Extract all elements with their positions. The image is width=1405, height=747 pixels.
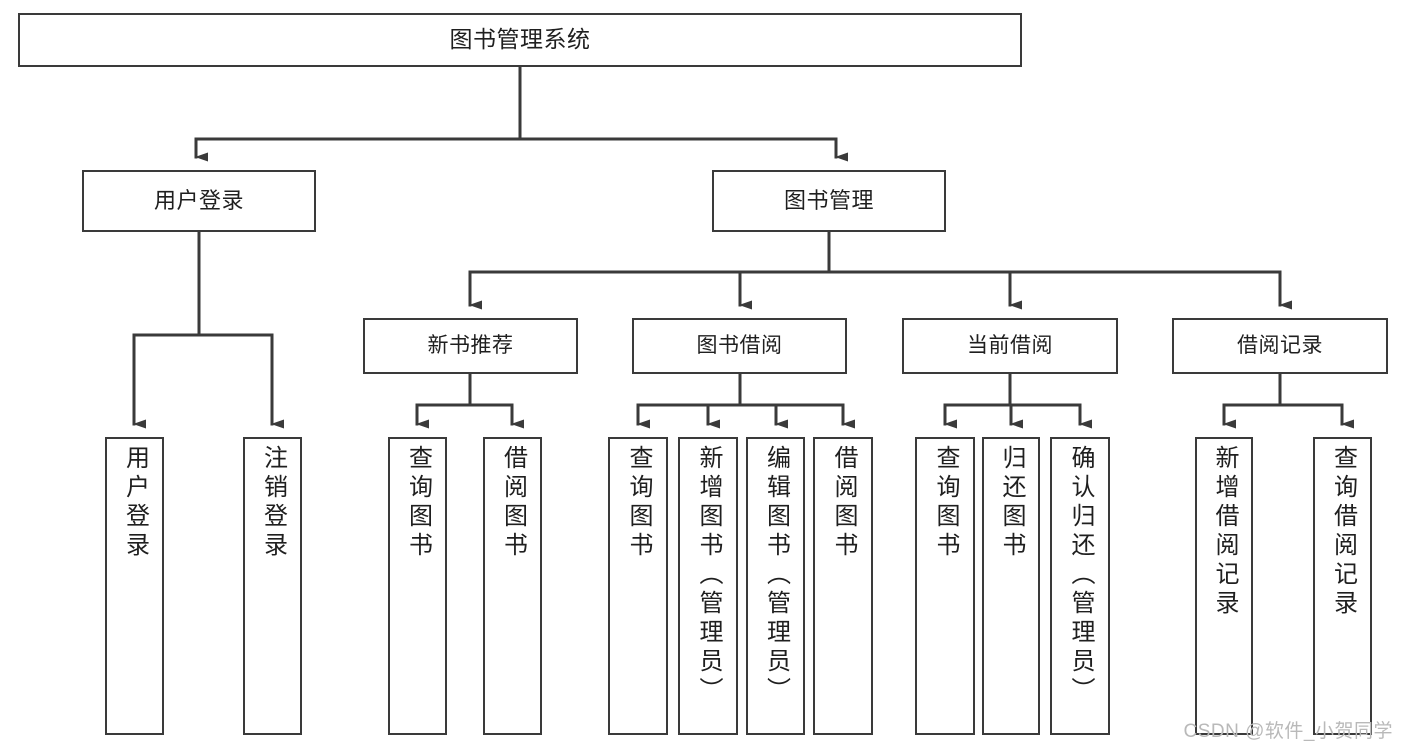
node-label: 图书借阅 — [696, 333, 783, 357]
node-new-book-recommendation[interactable]: 新书推荐 — [363, 318, 578, 374]
node-label: 确认归还（管理员） — [1067, 445, 1094, 706]
leaf-node[interactable]: 查询图书 — [388, 437, 447, 735]
leaf-node[interactable]: 确认归还（管理员） — [1050, 437, 1110, 735]
watermark: CSDN @软件_小贺同学 — [1183, 721, 1393, 742]
node-label: 当前借阅 — [967, 333, 1053, 357]
node-label: 借阅记录 — [1237, 333, 1323, 357]
leaf-node[interactable]: 注销登录 — [243, 437, 302, 735]
node-label: 查询图书 — [404, 445, 432, 561]
node-user-login[interactable]: 用户登录 — [82, 170, 316, 232]
leaf-node[interactable]: 借阅图书 — [483, 437, 542, 735]
node-book-borrowing[interactable]: 图书借阅 — [632, 318, 847, 374]
leaf-node[interactable]: 查询图书 — [915, 437, 975, 735]
node-label: 用户登录 — [121, 445, 149, 561]
node-root-system[interactable]: 图书管理系统 — [18, 13, 1022, 67]
leaf-node[interactable]: 用户登录 — [105, 437, 164, 735]
leaf-node[interactable]: 查询图书 — [608, 437, 668, 735]
leaf-node[interactable]: 查询借阅记录 — [1313, 437, 1372, 735]
node-label: 注销登录 — [259, 445, 287, 561]
node-label: 查询借阅记录 — [1329, 445, 1357, 619]
leaf-node[interactable]: 新增借阅记录 — [1195, 437, 1253, 735]
node-label: 归还图书 — [998, 445, 1025, 561]
node-label: 借阅图书 — [830, 445, 857, 561]
node-label: 查询图书 — [932, 445, 959, 561]
node-label: 用户登录 — [153, 188, 244, 214]
leaf-node[interactable]: 归还图书 — [982, 437, 1040, 735]
node-label: 编辑图书（管理员） — [762, 445, 790, 706]
node-label: 新增图书（管理员） — [695, 445, 722, 706]
leaf-node[interactable]: 编辑图书（管理员） — [746, 437, 805, 735]
node-borrowing-record[interactable]: 借阅记录 — [1172, 318, 1388, 374]
node-current-borrowing[interactable]: 当前借阅 — [902, 318, 1118, 374]
node-label: 新增借阅记录 — [1211, 445, 1238, 619]
node-label: 查询图书 — [625, 445, 652, 561]
leaf-node[interactable]: 借阅图书 — [813, 437, 873, 735]
leaf-node[interactable]: 新增图书（管理员） — [678, 437, 738, 735]
node-book-management[interactable]: 图书管理 — [712, 170, 946, 232]
node-label: 新书推荐 — [427, 333, 514, 357]
node-label: 图书管理 — [783, 188, 874, 214]
node-label: 图书管理系统 — [449, 26, 591, 53]
node-label: 借阅图书 — [499, 445, 527, 561]
